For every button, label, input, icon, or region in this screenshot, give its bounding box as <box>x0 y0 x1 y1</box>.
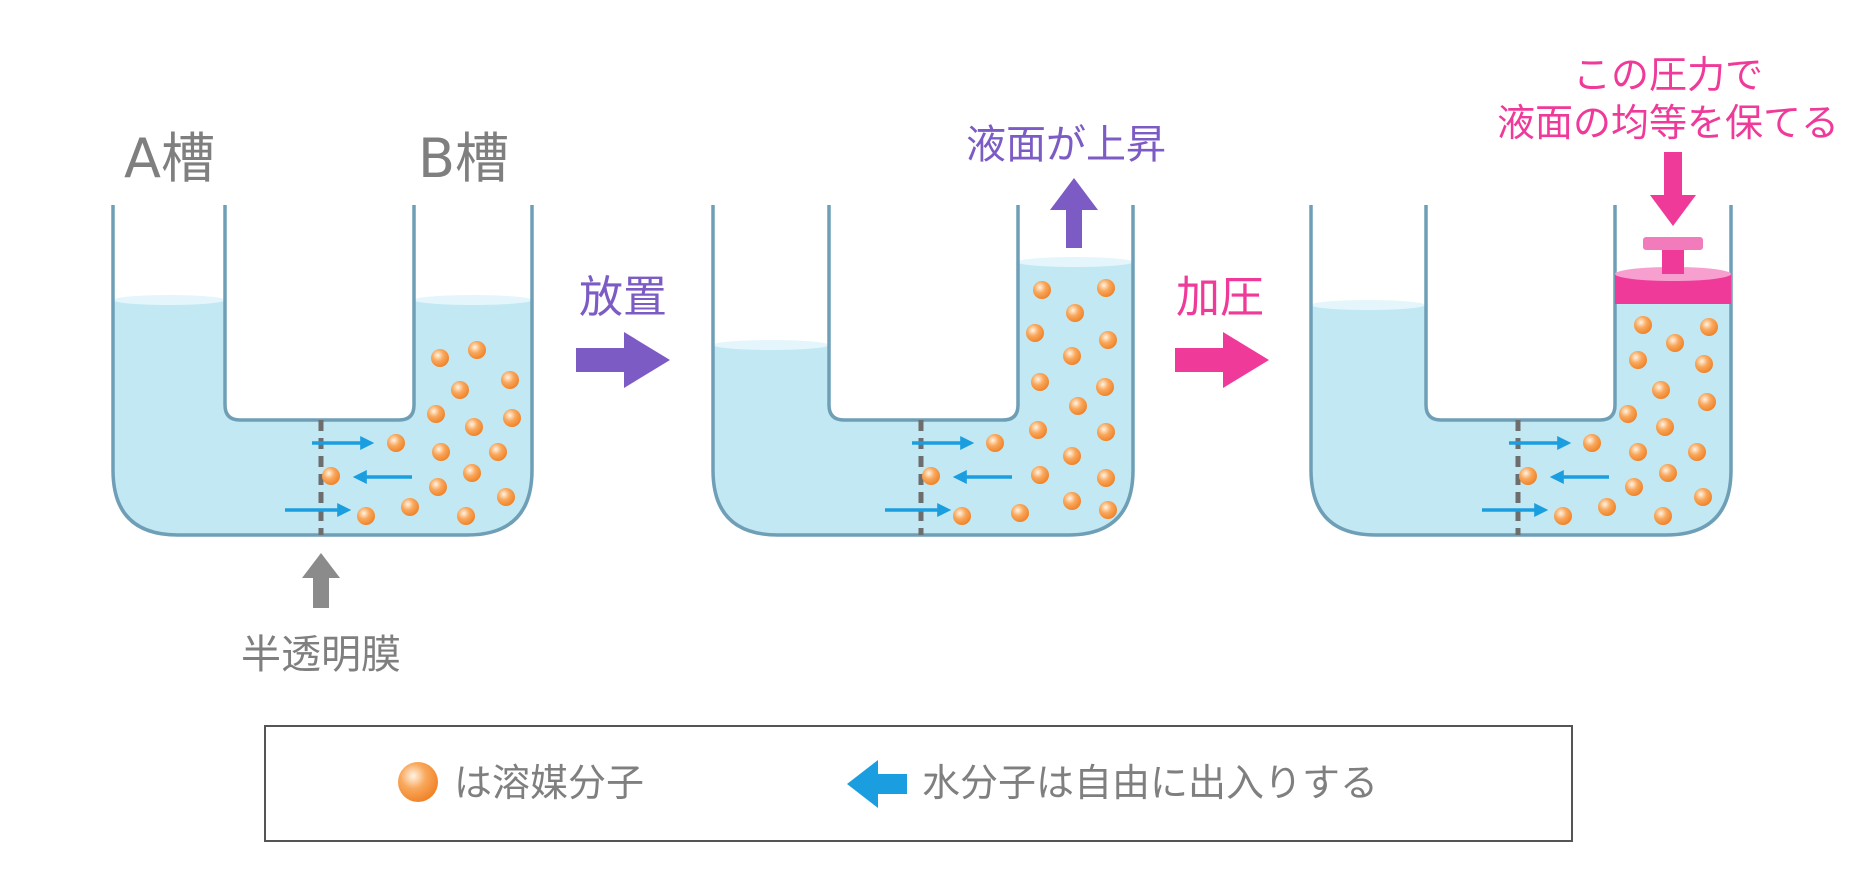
particle <box>1629 351 1647 369</box>
particle <box>1659 464 1677 482</box>
particle <box>401 498 419 516</box>
legend-box <box>264 725 1573 842</box>
particle <box>387 434 405 452</box>
piston-handle <box>1643 237 1703 250</box>
particle <box>503 409 521 427</box>
particle <box>1634 316 1652 334</box>
tank-1-surface-a <box>113 295 225 305</box>
particle <box>1066 304 1084 322</box>
particle <box>1099 501 1117 519</box>
level-rise-label: 液面が上昇 <box>966 122 1166 168</box>
membrane-label: 半透明膜 <box>241 632 401 678</box>
particle <box>1619 405 1637 423</box>
pressure-arrow <box>1650 152 1696 226</box>
tank-3 <box>1309 152 1733 537</box>
particle <box>1554 507 1572 525</box>
particle <box>432 443 450 461</box>
membrane-pointer-arrow <box>302 553 340 608</box>
particle <box>427 405 445 423</box>
tank-a-label: A槽 <box>124 127 215 190</box>
tank-2 <box>711 178 1135 537</box>
tank-1-water <box>113 300 532 535</box>
particle <box>489 443 507 461</box>
tank-2-surface-a <box>713 340 829 350</box>
particle <box>468 341 486 359</box>
particle <box>1026 324 1044 342</box>
tank-2-particles <box>922 279 1117 525</box>
particle <box>1099 331 1117 349</box>
particle <box>1033 281 1051 299</box>
legend-water-arrow-icon <box>847 760 907 808</box>
step2-arrow <box>1175 332 1269 388</box>
particle <box>1063 447 1081 465</box>
particle <box>922 467 940 485</box>
particle <box>1031 373 1049 391</box>
particle <box>1069 397 1087 415</box>
particle <box>457 507 475 525</box>
particle <box>1583 434 1601 452</box>
pressure-label-line1: この圧力で <box>1573 53 1763 97</box>
legend-particle-icon <box>398 762 438 802</box>
particle <box>497 488 515 506</box>
pressure-label-line2: 液面の均等を保てる <box>1497 101 1839 145</box>
step1-label: 放置 <box>579 272 667 323</box>
tank-2-surface-b <box>1017 257 1133 267</box>
particle <box>1029 421 1047 439</box>
particle <box>1097 469 1115 487</box>
particle <box>1097 423 1115 441</box>
tank-3-surface-a <box>1311 300 1425 310</box>
particle <box>1063 492 1081 510</box>
particle <box>1654 507 1672 525</box>
particle <box>431 349 449 367</box>
tank-3-water-arrows <box>1482 436 1609 517</box>
tank-2-water-arrows <box>885 436 1012 517</box>
particle <box>1695 355 1713 373</box>
particle <box>357 507 375 525</box>
particle <box>1096 378 1114 396</box>
tank-b-label: B槽 <box>418 127 509 190</box>
particle <box>1666 334 1684 352</box>
tank-1-particles <box>322 341 521 525</box>
particle <box>1598 498 1616 516</box>
particle <box>986 434 1004 452</box>
piston-rod <box>1662 248 1684 274</box>
particle <box>322 467 340 485</box>
particle <box>465 418 483 436</box>
particle <box>451 381 469 399</box>
particle <box>1011 504 1029 522</box>
step2-label: 加圧 <box>1176 272 1264 323</box>
tank-3-particles <box>1519 316 1718 525</box>
tank-1-surface-b <box>414 295 532 305</box>
particle <box>1519 467 1537 485</box>
particle <box>1097 279 1115 297</box>
legend-solute-text: は溶媒分子 <box>454 761 644 805</box>
level-rise-arrow <box>1050 178 1098 248</box>
tank-1-water-arrows <box>285 436 412 517</box>
particle <box>1031 466 1049 484</box>
particle <box>501 371 519 389</box>
particle <box>953 507 971 525</box>
tank-1 <box>111 205 534 537</box>
tank-3-piston <box>1615 237 1731 304</box>
particle <box>1700 318 1718 336</box>
legend-water-text: 水分子は自由に出入りする <box>922 761 1378 805</box>
particle <box>1688 443 1706 461</box>
particle <box>1625 478 1643 496</box>
particle <box>1656 418 1674 436</box>
particle <box>1694 488 1712 506</box>
tank-3-water <box>1311 290 1731 535</box>
particle <box>1629 443 1647 461</box>
particle <box>1698 393 1716 411</box>
legend: は溶媒分子 水分子は自由に出入りする <box>264 725 1573 842</box>
particle <box>1652 381 1670 399</box>
particle <box>463 464 481 482</box>
particle <box>429 478 447 496</box>
particle <box>1063 347 1081 365</box>
step1-arrow <box>576 332 670 388</box>
